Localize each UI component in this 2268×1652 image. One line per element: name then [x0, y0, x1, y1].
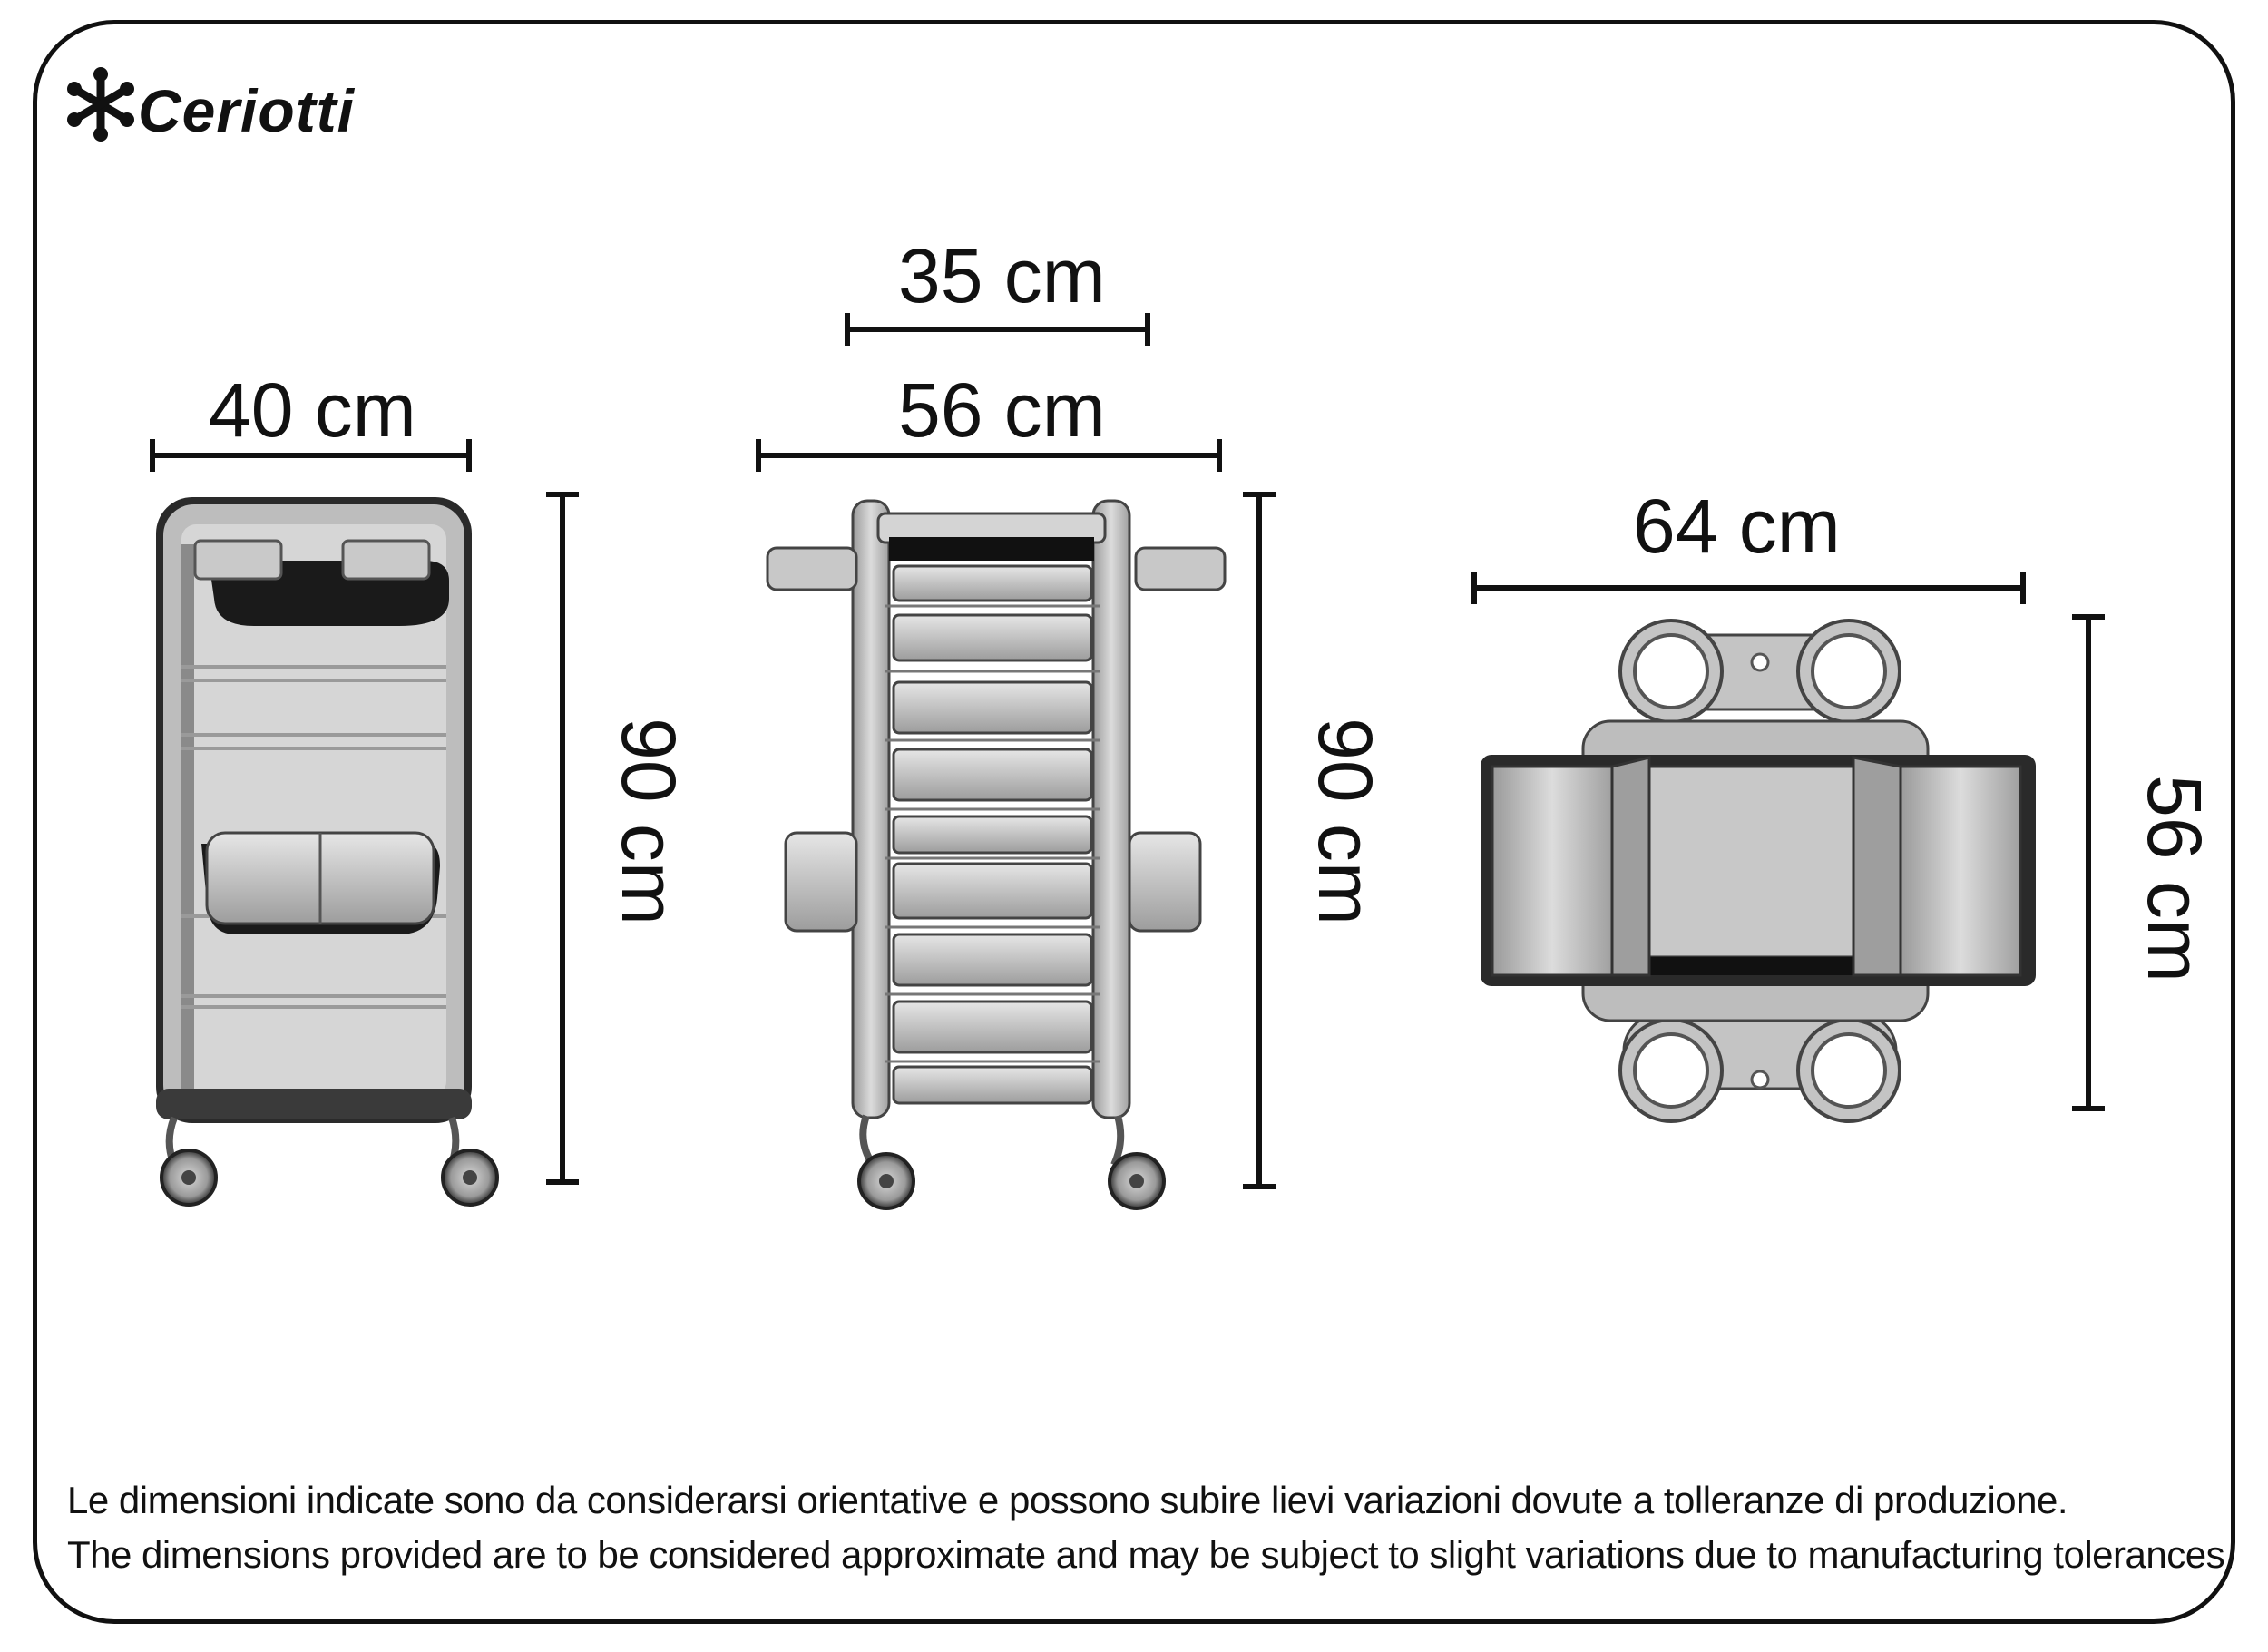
side-width-label: 56 cm: [898, 367, 1106, 453]
top-width-label: 64 cm: [1633, 484, 1841, 569]
note-italian: Le dimensioni indicate sono da considera…: [67, 1479, 2068, 1521]
top-depth-label: 56 cm: [2131, 775, 2217, 982]
front-view-trolley: [156, 497, 499, 1207]
side-view-trolley: [766, 499, 1227, 1210]
page-frame: [33, 20, 2235, 1624]
front-width-label: 40 cm: [209, 367, 416, 453]
brand-name: Ceriotti: [138, 77, 355, 144]
front-height-label: 90 cm: [605, 718, 691, 925]
dimension-lines: [150, 313, 2105, 1189]
ceriotti-snowflake-logo-icon: [67, 67, 134, 142]
note-english: The dimensions provided are to be consid…: [67, 1533, 2235, 1576]
side-height-label: 90 cm: [1302, 718, 1388, 925]
side-top-width-label: 35 cm: [898, 233, 1106, 318]
top-view-trolley: [1481, 619, 2036, 1123]
